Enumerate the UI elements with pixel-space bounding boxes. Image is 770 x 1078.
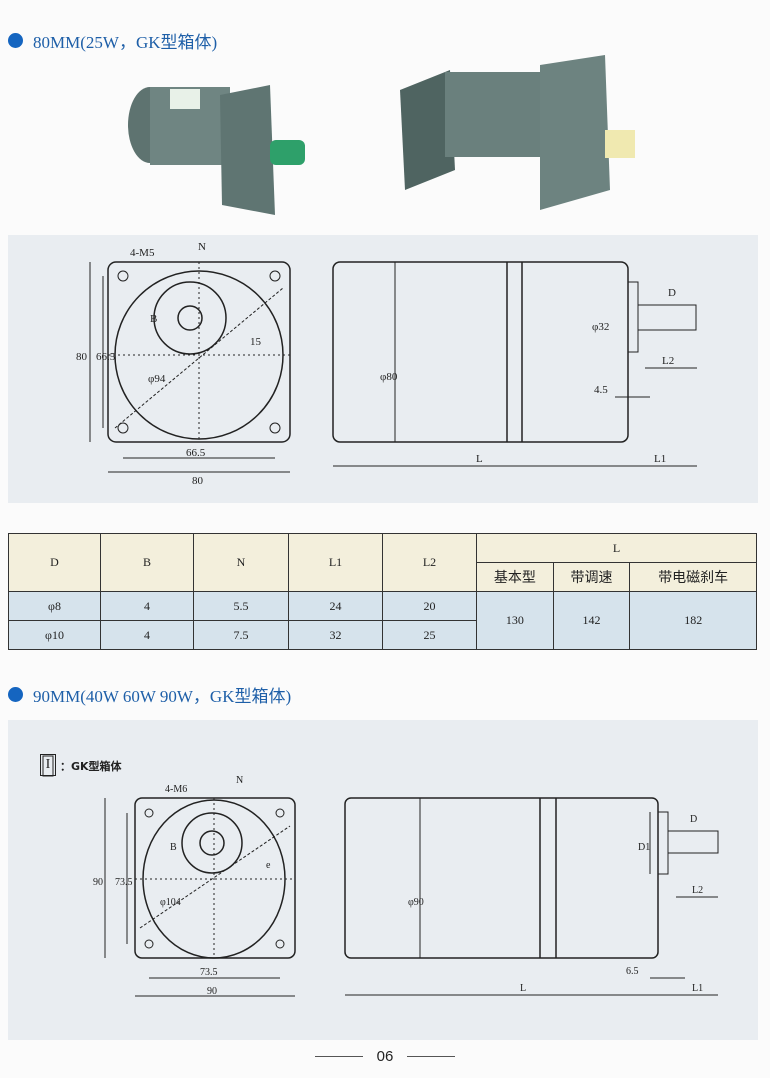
bullet-icon: [8, 33, 23, 48]
label-n: N: [236, 775, 243, 786]
label-80-vertical: 80: [76, 351, 88, 363]
view-label-box: I: [40, 754, 56, 776]
section-heading-90mm: 90MM(40W 60W 90W，GK型箱体): [8, 682, 291, 707]
section-title: 90MM(40W 60W 90W，GK型箱体): [33, 687, 292, 706]
label-90-vertical: 90: [93, 877, 103, 888]
label-phi94: φ94: [148, 373, 166, 385]
cell: 4: [100, 620, 194, 650]
view-caption: ：GK型箱体: [60, 760, 122, 773]
page-number: 06: [376, 1048, 394, 1065]
label-66-5-vertical: 66.5: [96, 351, 116, 363]
cell-l-basic: 130: [476, 591, 554, 650]
cell: 32: [288, 620, 383, 650]
label-l2: L2: [692, 885, 703, 896]
label-phi104: φ104: [160, 897, 181, 908]
label-phi80: φ80: [380, 371, 398, 383]
label-4-5: 4.5: [594, 384, 608, 396]
label-l1: L1: [654, 453, 666, 465]
cell: 20: [382, 591, 477, 621]
label-l2: L2: [662, 355, 674, 367]
drawing-panel-90mm: [8, 720, 758, 1040]
label-l: L: [520, 983, 526, 994]
label-phi90: φ90: [408, 897, 424, 908]
divider: [314, 1056, 363, 1057]
label-80: 80: [192, 475, 204, 487]
header-b: B: [100, 533, 194, 592]
divider: [407, 1056, 456, 1057]
drawing-labels-80mm: 4-M5 N B 15 66.5 80 φ94 66.5 80 φ80 φ32 …: [76, 241, 676, 487]
label-73-5: 73.5: [200, 967, 218, 978]
header-l: L: [476, 533, 757, 563]
cell-l-brake: 182: [629, 591, 757, 650]
label-n: N: [198, 241, 206, 253]
label-d: D: [668, 287, 676, 299]
label-90: 90: [207, 986, 217, 997]
motor-photo-right: [400, 55, 635, 210]
section-heading-80mm: 80MM(25W，GK型箱体): [8, 28, 217, 53]
section-title: 80MM(25W，GK型箱体): [33, 33, 218, 52]
label-15: 15: [250, 336, 262, 348]
label-phi32: φ32: [592, 321, 609, 333]
label-holes: 4-M6: [165, 784, 187, 795]
label-73-5-vertical: 73.5: [115, 877, 133, 888]
label-holes: 4-M5: [130, 247, 155, 259]
label-d1: D1: [638, 842, 650, 853]
motor-photo-left: [128, 85, 305, 215]
cell: 25: [382, 620, 477, 650]
cell: 4: [100, 591, 194, 621]
header-brake: 带电磁刹车: [629, 562, 757, 592]
bullet-icon: [8, 687, 23, 702]
page-footer: 06: [0, 1048, 770, 1065]
cell-l-speed: 142: [552, 591, 631, 650]
technical-drawing-80mm: [89, 261, 697, 473]
label-b: B: [150, 313, 157, 325]
label-l1: L1: [692, 983, 703, 994]
label-6-5: 6.5: [626, 966, 639, 977]
header-speed-control: 带调速: [552, 562, 631, 592]
label-d: D: [690, 814, 697, 825]
label-66-5: 66.5: [186, 447, 206, 459]
label-b: B: [170, 842, 177, 853]
label-l: L: [476, 453, 483, 465]
cell: φ10: [8, 620, 101, 650]
cell: 7.5: [193, 620, 289, 650]
label-e: e: [266, 860, 271, 871]
